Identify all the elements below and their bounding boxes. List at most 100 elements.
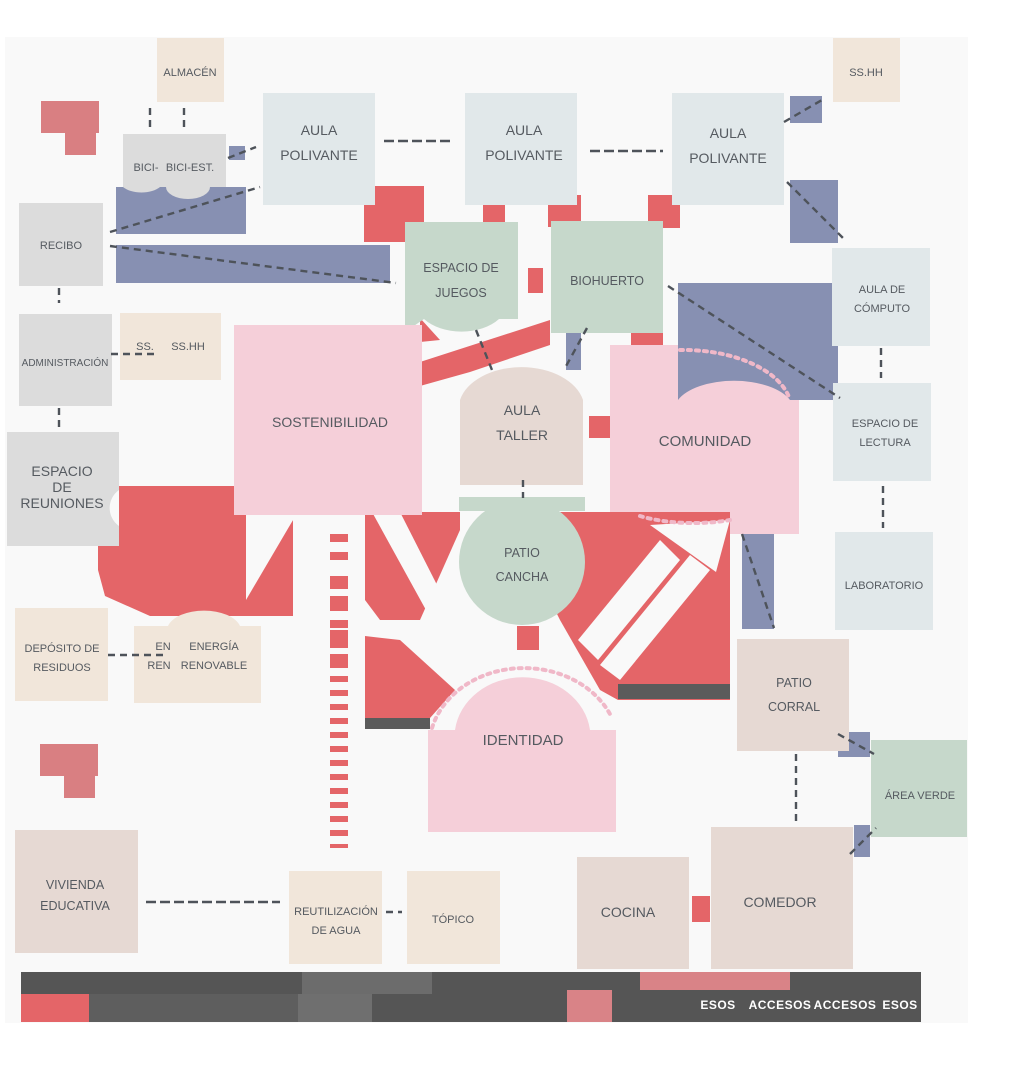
ladder-rung <box>330 534 348 542</box>
box-patio-corral <box>737 639 849 751</box>
ladder-rung <box>330 676 348 682</box>
label-energia-ghost-l1: EN <box>155 641 170 653</box>
label-reutilizacion-l2: DE AGUA <box>312 925 362 937</box>
label-recibo: RECIBO <box>40 240 83 252</box>
label-deposito-l2: RESIDUOS <box>33 662 90 674</box>
box-espacio-juegos <box>405 222 518 332</box>
label-bici-1: BICI- <box>133 162 158 174</box>
ladder-rung <box>330 704 348 710</box>
red-square-i <box>692 896 710 922</box>
legend-word-1: ESOS <box>700 998 735 1012</box>
box-almacen <box>157 38 224 102</box>
label-administracion: ADMINISTRACIÓN <box>22 356 109 369</box>
box-biohuerto <box>551 221 663 333</box>
label-aula-taller-l1: AULA <box>504 402 541 418</box>
label-comunidad: COMUNIDAD <box>659 433 752 450</box>
red-block-top-left-2 <box>65 130 96 155</box>
label-aula-polivante-3-l1: AULA <box>710 125 747 141</box>
footer-light-left <box>89 994 299 1022</box>
red-wedge-juegos <box>420 318 440 342</box>
label-sostenibilidad: SOSTENIBILIDAD <box>272 414 388 430</box>
ladder-rung <box>330 774 348 780</box>
footer-band-top-light <box>302 972 432 994</box>
box-recibo <box>19 203 103 286</box>
label-patio-corral-l2: CORRAL <box>768 700 820 714</box>
label-identidad: IDENTIDAD <box>483 732 564 749</box>
red-ladder <box>330 534 348 848</box>
box-espacio-lectura <box>833 383 931 481</box>
space-labels: ALMACÉN SS.HH BICI- BICI-EST. AULA POLIV… <box>20 66 955 937</box>
label-vivienda-l2: EDUCATIVA <box>40 899 110 913</box>
label-energia-l2: RENOVABLE <box>181 660 247 672</box>
red-wedge-reuniones <box>246 520 293 616</box>
label-deposito-l1: DEPÓSITO DE <box>25 642 100 655</box>
connector-bici-aula <box>227 145 257 160</box>
ladder-rung <box>330 620 348 628</box>
box-area-verde <box>871 740 967 837</box>
red-square-h <box>517 626 539 650</box>
footer-pink <box>567 990 612 1022</box>
ladder-rung <box>330 552 348 560</box>
connector-aula3-sshh <box>783 98 823 124</box>
label-espacio-juegos-l1: ESPACIO DE <box>423 261 498 275</box>
box-deposito-residuos <box>15 608 108 701</box>
ladder-rung <box>330 596 348 611</box>
box-vivienda-educativa <box>15 830 138 953</box>
label-energia-ghost-l2: REN <box>147 660 170 672</box>
dark-bar-left <box>365 718 430 729</box>
label-aula-polivante-2-l1: AULA <box>506 122 543 138</box>
dotted-arc-patio <box>638 514 732 526</box>
connectors <box>57 98 885 914</box>
label-aula-computo-l1: AULA DE <box>859 284 905 296</box>
red-accents <box>40 101 730 922</box>
label-aula-taller-l2: TALLER <box>496 427 548 443</box>
label-patio-corral-l1: PATIO <box>776 676 812 690</box>
legend-word-4: ESOS <box>882 998 917 1012</box>
label-ss-hh-mid: SS.HH <box>171 341 205 353</box>
label-comedor: COMEDOR <box>743 894 816 910</box>
box-cocina <box>577 857 689 969</box>
dotted-arcs <box>430 347 792 730</box>
box-reutilizacion <box>289 871 382 964</box>
ladder-rung <box>330 690 348 696</box>
footer-pink-top <box>640 972 790 990</box>
ladder-rung <box>330 802 348 808</box>
box-bici <box>123 134 226 199</box>
footer-legend: ESOS ACCESOS ACCESOS ESOS <box>21 972 921 1022</box>
label-bici-2: BICI-EST. <box>166 162 214 174</box>
ladder-rung <box>330 718 348 724</box>
box-patio-cancha <box>459 499 585 625</box>
dotted-arc-identidad <box>430 666 614 730</box>
label-aula-polivante-1-l1: AULA <box>301 122 338 138</box>
ladder-rung <box>330 760 348 766</box>
label-aula-polivante-1-l2: POLIVANTE <box>280 147 358 163</box>
ladder-rung <box>330 746 348 752</box>
blue-tab-biohuerto <box>566 325 581 370</box>
connector-biohuerto-lectura <box>667 284 841 400</box>
label-patio-cancha-l1: PATIO <box>504 546 540 560</box>
box-energia-renovable <box>168 610 261 703</box>
box-ss-hh-top <box>833 38 900 102</box>
white-stripe-2 <box>578 540 680 660</box>
ladder-rung <box>330 788 348 794</box>
connector-comedor-verde <box>849 827 877 855</box>
box-sostenibilidad <box>234 325 422 515</box>
label-reuniones-l1: ESPACIO <box>31 463 92 479</box>
connector-corral-verde <box>837 732 875 756</box>
connector-comunidad-corral <box>740 533 776 629</box>
blue-tab-aula3 <box>790 180 838 243</box>
label-aula-computo-l2: CÓMPUTO <box>854 302 910 315</box>
label-reuniones-l3: REUNIONES <box>20 495 103 511</box>
box-aula-polivante-1 <box>263 93 375 205</box>
box-aula-taller <box>460 367 583 485</box>
box-comunidad <box>610 345 799 534</box>
connector-biohuerto-taller <box>563 327 589 369</box>
label-laboratorio: LABORATORIO <box>845 580 924 592</box>
box-comedor <box>711 827 853 969</box>
red-lower-left <box>365 636 455 718</box>
label-topico: TÓPICO <box>432 913 475 926</box>
white-stripe-1 <box>372 512 470 650</box>
label-biohuerto: BIOHUERTO <box>570 274 644 288</box>
box-identidad <box>428 677 616 832</box>
